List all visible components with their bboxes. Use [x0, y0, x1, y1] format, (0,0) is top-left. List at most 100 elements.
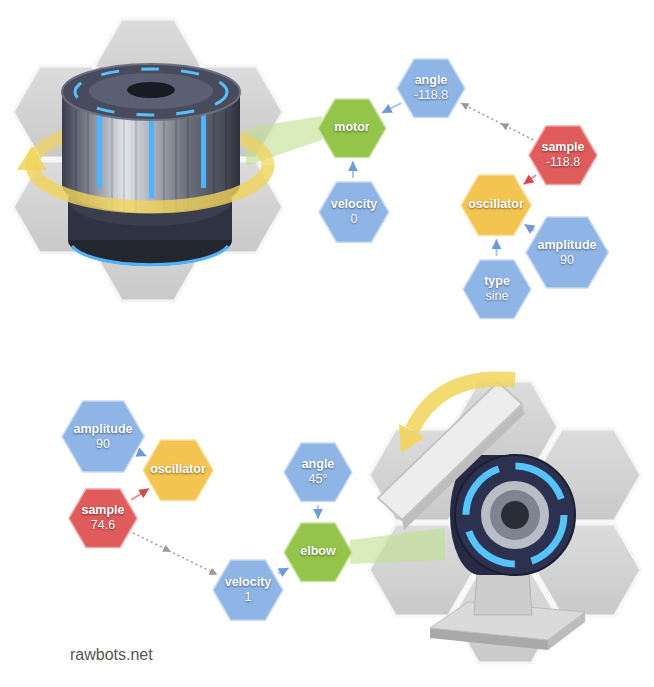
hex-shape	[318, 99, 386, 158]
elbow-illustration	[412, 379, 515, 430]
watermark: rawbots.net	[70, 646, 153, 664]
motor-illustration	[89, 73, 213, 109]
hex-shape	[213, 560, 283, 620]
port-link	[131, 488, 149, 500]
port-name: sample	[81, 503, 124, 518]
hex-shape	[284, 443, 352, 502]
port-value: sine	[486, 289, 509, 304]
hex-text: angle45°	[283, 442, 353, 503]
hex-shape	[461, 175, 531, 236]
hex-text: velocity0	[318, 181, 390, 243]
hex-shape	[69, 489, 137, 548]
property-hex: velocity0	[318, 181, 390, 243]
port-name: velocity	[225, 575, 272, 590]
sample-hex: sample-118.8	[528, 125, 598, 186]
motor-illustration	[17, 64, 268, 266]
port-link	[495, 239, 497, 255]
hex-text: sample74.6	[68, 488, 138, 549]
property-hex: amplitude90	[525, 216, 609, 289]
hex-shape	[143, 440, 213, 501]
hex-text: velocity1	[212, 559, 284, 621]
elbow-illustration	[466, 466, 564, 564]
port-name: oscillator	[150, 462, 206, 477]
motor-illustration	[163, 110, 165, 212]
port-link	[382, 103, 401, 113]
motor-illustration	[87, 110, 89, 203]
motor-illustration	[62, 64, 240, 120]
motor-illustration	[187, 110, 189, 209]
port-value: -118.8	[546, 155, 581, 170]
motor-illustration	[111, 110, 113, 209]
port-value: 90	[560, 253, 574, 268]
port-value: 74.6	[91, 518, 115, 533]
motor-illustration	[97, 110, 102, 188]
hex-shape	[62, 401, 144, 472]
port-link	[278, 568, 289, 574]
signal-link	[461, 103, 534, 140]
port-name: angle	[302, 457, 335, 472]
port-value: 45°	[309, 472, 328, 487]
port-name: amplitude	[73, 422, 132, 437]
motor-illustration	[32, 165, 268, 207]
hex-text: elbow	[283, 522, 353, 583]
elbow-illustration	[455, 455, 575, 575]
port-name: sample	[541, 140, 584, 155]
hex-text: angle-118.8	[396, 58, 466, 119]
motor-illustration	[149, 118, 154, 198]
elbow-illustration	[378, 379, 585, 650]
motor-illustration	[123, 110, 125, 211]
motor-illustration	[201, 110, 206, 188]
port-name: motor	[334, 120, 369, 135]
hex-shape	[529, 126, 597, 185]
port-name: angle	[415, 73, 448, 88]
property-hex: angle45°	[283, 442, 353, 503]
port-value: 90	[96, 437, 110, 452]
link-beam	[350, 528, 445, 564]
port-link	[352, 161, 354, 178]
port-name: amplitude	[537, 238, 596, 253]
motor-illustration	[225, 110, 227, 198]
hex-text: oscillator	[460, 174, 532, 237]
hex-text: amplitude90	[525, 216, 609, 289]
port-name: velocity	[331, 197, 378, 212]
motor-illustration	[135, 110, 137, 212]
port-value: -118.8	[414, 88, 449, 103]
port-value: 1	[245, 590, 252, 605]
property-hex: angle-118.8	[396, 58, 466, 119]
component-hex: elbow	[283, 522, 353, 583]
motor-illustration	[75, 110, 77, 198]
property-hex: velocity1	[212, 559, 284, 621]
motor-illustration	[72, 246, 228, 265]
function-hex: oscillator	[142, 439, 214, 502]
sample-hex: sample74.6	[68, 488, 138, 549]
hex-shape	[463, 260, 531, 319]
hex-grid	[13, 19, 283, 301]
elbow-illustration	[501, 501, 529, 529]
port-value: 0	[351, 212, 358, 227]
hex-shape	[284, 523, 352, 582]
elbow-illustration	[481, 481, 549, 549]
hex-text: amplitude90	[61, 400, 145, 473]
hex-text: oscillator	[142, 439, 214, 502]
elbow-illustration	[399, 424, 425, 453]
port-name: elbow	[300, 544, 335, 559]
motor-illustration	[213, 110, 215, 203]
function-hex: oscillator	[460, 174, 532, 237]
port-link	[524, 224, 534, 231]
port-link	[139, 453, 146, 456]
hex-shape	[526, 217, 608, 288]
motor-illustration	[17, 146, 47, 170]
port-name: oscillator	[468, 197, 524, 212]
hex-text: typesine	[462, 259, 532, 320]
elbow-illustration	[378, 382, 522, 520]
hex-text: motor	[317, 98, 387, 159]
property-hex: typesine	[462, 259, 532, 320]
port-link	[317, 505, 319, 518]
signal-link	[133, 533, 217, 575]
hex-shape	[397, 59, 465, 118]
port-name: type	[484, 274, 510, 289]
hex-text: sample-118.8	[528, 125, 598, 186]
